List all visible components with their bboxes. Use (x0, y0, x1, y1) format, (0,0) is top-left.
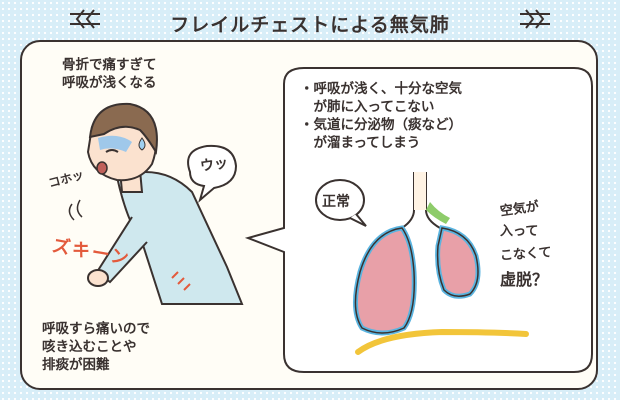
bubble-points: ・呼吸が浅く、十分な空気 が肺に入ってこない ・気道に分泌物（痰など） が溜まっ… (300, 80, 462, 152)
caption-line: 呼吸すら痛いので (42, 321, 150, 337)
lung-illustration (353, 172, 529, 355)
side-note-line: こなくて (499, 245, 553, 264)
bubble-point-line: ・気道に分泌物（痰など） (300, 117, 462, 133)
top-left-caption: 骨折で痛すぎて 呼吸が浅くなる (62, 56, 157, 92)
bottom-left-caption: 呼吸すら痛いので 咳き込むことや 排痰が困難 (42, 320, 150, 374)
cough-puff (68, 203, 75, 221)
pale-shade (98, 135, 132, 152)
shirt (115, 171, 244, 305)
page-title: フレイルチェストによる無気肺 (170, 14, 450, 36)
diaphragm (355, 328, 529, 355)
caption-line: 排痰が困難 (42, 357, 110, 373)
illustration-card: 骨折で痛すぎて 呼吸が浅くなる コホッ ウッ ズキーン 呼吸すら (20, 40, 598, 390)
pain-lines (171, 271, 191, 291)
left-lung (353, 225, 417, 336)
cough-puff (76, 199, 83, 218)
trachea-fill (414, 172, 426, 210)
title-bar: フレイルチェストによる無気肺 (0, 4, 620, 36)
bronchus-green (426, 202, 450, 224)
caption-line: 咳き込むことや (42, 339, 137, 355)
normal-label: 正常 (322, 194, 350, 210)
side-note-line: 入って (500, 224, 539, 239)
bubble-point-line: ・呼吸が浅く、十分な空気 (300, 81, 462, 97)
mouth (96, 161, 108, 175)
right-lung (435, 225, 481, 299)
patient-illustration (68, 102, 244, 305)
bubble-point-line: が溜まってしまう (300, 135, 421, 151)
caption-line: 骨折で痛すぎて (62, 57, 157, 73)
bubble-point: ・気道に分泌物（痰など） が溜まってしまう (300, 116, 462, 152)
sweat-drop (138, 137, 146, 151)
explanation-bubble (244, 67, 593, 373)
side-note: 空気が 入って こなくて 虚脱？ (499, 199, 553, 289)
caption-line: 呼吸が浅くなる (62, 75, 157, 91)
bubble-point: ・呼吸が浅く、十分な空気 が肺に入ってこない (300, 80, 462, 116)
bubble-point-line: が肺に入ってこない (300, 99, 435, 115)
eye (105, 149, 119, 153)
hand (87, 269, 109, 287)
side-note-line: 虚脱？ (500, 270, 549, 289)
trachea (401, 172, 441, 229)
hair (88, 102, 158, 155)
groan-bubble (187, 144, 238, 203)
side-note-line: 空気が (499, 199, 540, 220)
title-ornament (70, 9, 550, 29)
normal-tag-bubble (315, 179, 367, 227)
